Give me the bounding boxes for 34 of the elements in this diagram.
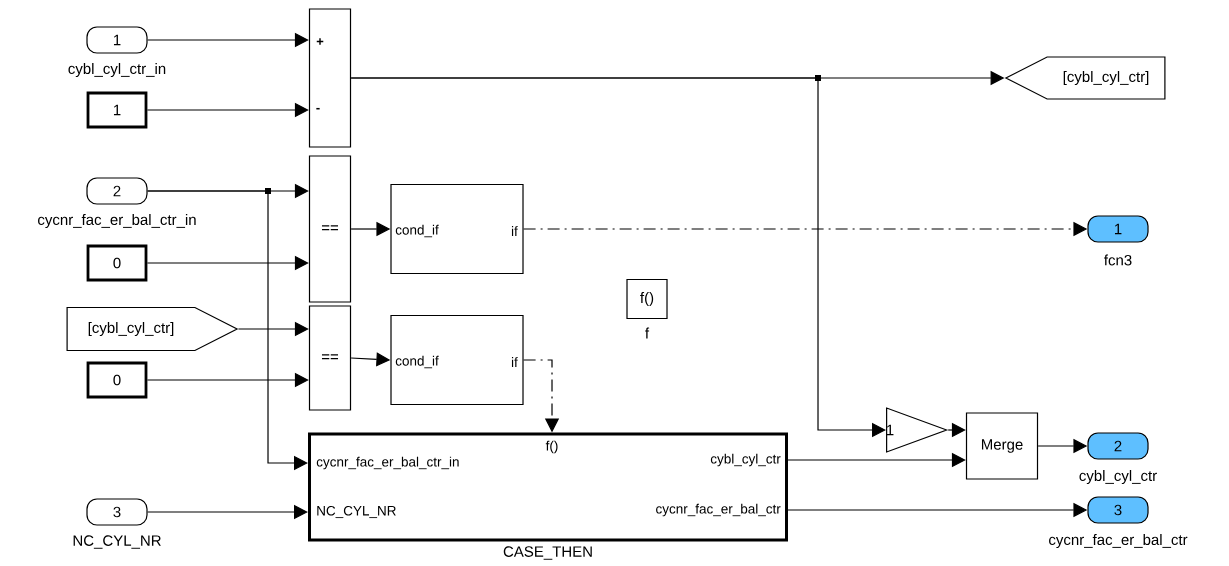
- port-label: cycnr_fac_er_bal_ctr: [656, 503, 781, 517]
- block-label: cycnr_fac_er_bal_ctr: [1049, 534, 1188, 548]
- inport-block: 2: [86, 177, 148, 205]
- constant-block: 0: [86, 244, 148, 282]
- goto-tag: [cybl_cyl_ctr]: [1004, 56, 1166, 100]
- outport-block: 2: [1087, 432, 1149, 460]
- block-label: f: [645, 327, 650, 339]
- outport-block: 1: [1087, 215, 1149, 243]
- block-label: CASE_THEN: [503, 546, 592, 560]
- block-label: NC_CYL_NR: [73, 535, 161, 549]
- relational-operator-block: ==: [308, 155, 352, 303]
- port-label: if: [511, 357, 518, 367]
- port-label: NC_CYL_NR: [317, 505, 396, 519]
- block-label: cybl_cyl_ctr: [1079, 470, 1157, 484]
- outport-block: 3: [1087, 496, 1149, 524]
- port-label: cond_if: [395, 355, 439, 369]
- inport-block: 3: [86, 498, 148, 526]
- inport-block: 1: [86, 26, 148, 54]
- merge-block: Merge: [965, 412, 1039, 480]
- block-label: cycnr_fac_er_bal_ctr_in: [38, 214, 196, 228]
- block-label: cybl_cyl_ctr_in: [68, 63, 166, 77]
- port-label: if: [511, 226, 518, 236]
- constant-block: 1: [86, 91, 148, 129]
- port-label: f(): [545, 440, 558, 454]
- function-call-block: f(): [626, 278, 668, 320]
- block-label: fcn3: [1104, 254, 1132, 266]
- relational-operator-block: ==: [308, 305, 352, 411]
- port-label: cond_if: [395, 224, 439, 238]
- port-label: -: [316, 107, 320, 110]
- port-label: cybl_cyl_ctr: [710, 453, 781, 467]
- constant-block: 0: [86, 361, 148, 399]
- from-tag: [cybl_cyl_ctr]: [66, 306, 239, 352]
- port-label: +: [316, 38, 324, 45]
- port-label: cycnr_fac_er_bal_ctr_in: [316, 456, 459, 470]
